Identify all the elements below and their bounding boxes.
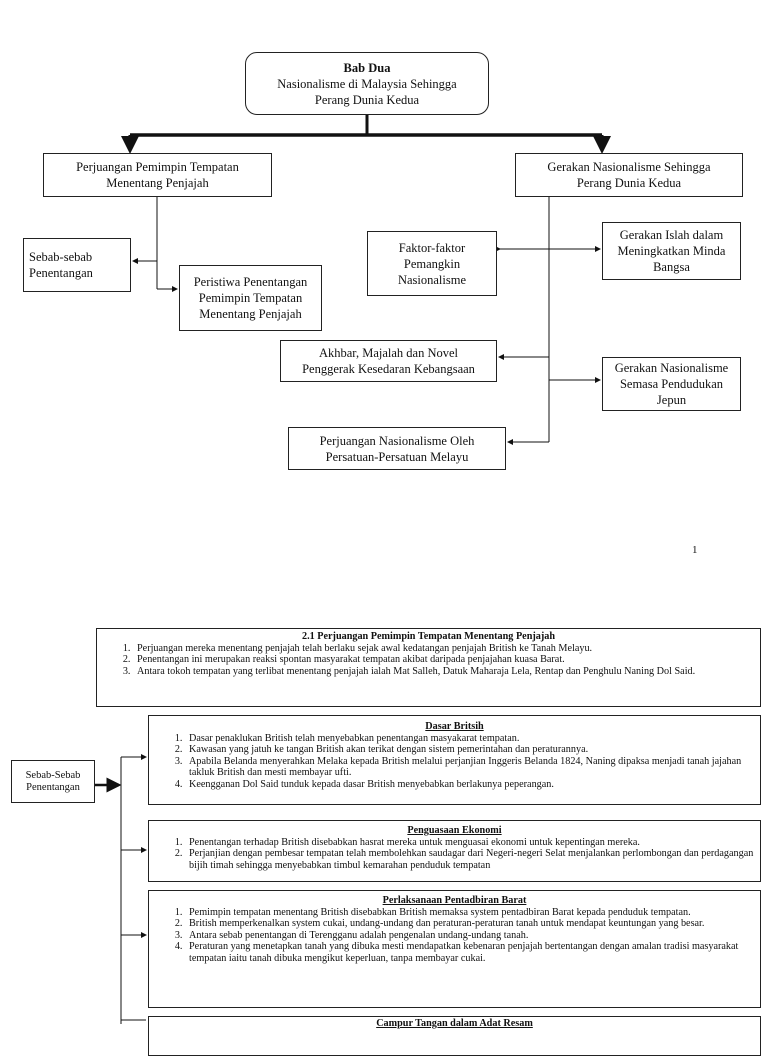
chapter-title-line1: Nasionalisme di Malaysia Sehingga [277, 76, 457, 91]
list-item: Antara tokoh tempatan yang terlibat mene… [133, 666, 754, 678]
node-text: Persatuan-Persatuan Melayu [325, 449, 469, 464]
node-text: Perang Dunia Kedua [576, 176, 682, 190]
node-text: Nasionalisme [397, 272, 467, 287]
section-intro-box: 2.1 Perjuangan Pemimpin Tempatan Menenta… [96, 628, 761, 707]
list-item: Pemimpin tempatan menentang British dise… [185, 907, 754, 919]
node-text: Penentangan [29, 266, 93, 280]
connector-lines [95, 115, 611, 1024]
node-text: Pemangkin [403, 256, 461, 271]
box-title: Penguasaan Ekonomi [407, 825, 502, 836]
box-list: Penentangan terhadap British disebabkan … [155, 837, 754, 872]
adat-resam-box: Campur Tangan dalam Adat Resam [148, 1016, 761, 1056]
pentadbiran-barat-box: Perlaksanaan Pentadbiran Barat Pemimpin … [148, 890, 761, 1008]
list-item: Kawasan yang jatuh ke tangan British aka… [185, 744, 754, 756]
dasar-british-box: Dasar Britsih Dasar penaklukan British t… [148, 715, 761, 805]
node-text: Gerakan Islah dalam [619, 228, 724, 242]
node-text: Bangsa [653, 260, 690, 274]
list-item: Penentangan ini merupakan reaksi spontan… [133, 654, 754, 666]
box-title: Perlaksanaan Pentadbiran Barat [382, 895, 527, 906]
node-text: Menentang Penjajah [199, 307, 302, 321]
box-title: Dasar Britsih [425, 721, 484, 732]
page-number: 1 [692, 544, 698, 556]
list-item: Perjuangan mereka menentang penjajah tel… [133, 643, 754, 655]
node-text: Penggerak Kesedaran Kebangsaan [302, 362, 475, 376]
list-item: Dasar penaklukan British telah menyebabk… [185, 733, 754, 745]
node-text: Menentang Penjajah [106, 176, 209, 190]
list-item: Apabila Belanda menyerahkan Melaka kepad… [185, 756, 754, 779]
node-text: Pemimpin Tempatan [198, 291, 303, 305]
node-text: Perjuangan Nasionalisme Oleh [319, 433, 475, 448]
node-text: Peristiwa Penentangan [193, 275, 308, 289]
list-item: Antara sebab penentangan di Terengganu a… [185, 930, 754, 942]
node-text: Gerakan Nasionalisme [614, 361, 729, 375]
node-text: Jepun [656, 393, 687, 407]
chapter-title-box: Bab Dua Nasionalisme di Malaysia Sehingg… [245, 52, 489, 115]
box-list: Pemimpin tempatan menentang British dise… [155, 907, 754, 965]
list-item: Penentangan terhadap British disebabkan … [185, 837, 754, 849]
list-item: Perjanjian dengan pembesar tempatan tela… [185, 848, 754, 871]
list-item: British memperkenalkan system cukai, und… [185, 918, 754, 930]
section-title: 2.1 Perjuangan Pemimpin Tempatan Menenta… [302, 631, 555, 642]
node-text: Perjuangan Pemimpin Tempatan [76, 160, 239, 174]
list-item: Peraturan yang menetapkan tanah yang dib… [185, 941, 754, 964]
node-text: Sebab-Sebab [25, 769, 81, 781]
section-list: Perjuangan mereka menentang penjajah tel… [103, 643, 754, 678]
box-list: Dasar penaklukan British telah menyebabk… [155, 733, 754, 791]
node-text: Semasa Pendudukan [619, 377, 724, 391]
list-item: Keengganan Dol Said tunduk kepada dasar … [185, 779, 754, 791]
node-text: Sebab-sebab [29, 250, 93, 264]
node-text: Faktor-faktor [398, 240, 466, 255]
penguasaan-ekonomi-box: Penguasaan Ekonomi Penentangan terhadap … [148, 820, 761, 882]
node-text: Gerakan Nasionalisme Sehingga [547, 160, 711, 174]
node-text: Meningkatkan Minda [617, 244, 726, 258]
node-text: Penentangan [26, 781, 80, 793]
chapter-label: Bab Dua [343, 60, 391, 75]
node-text: Akhbar, Majalah dan Novel [318, 346, 459, 360]
chapter-title-line2: Perang Dunia Kedua [314, 92, 420, 107]
